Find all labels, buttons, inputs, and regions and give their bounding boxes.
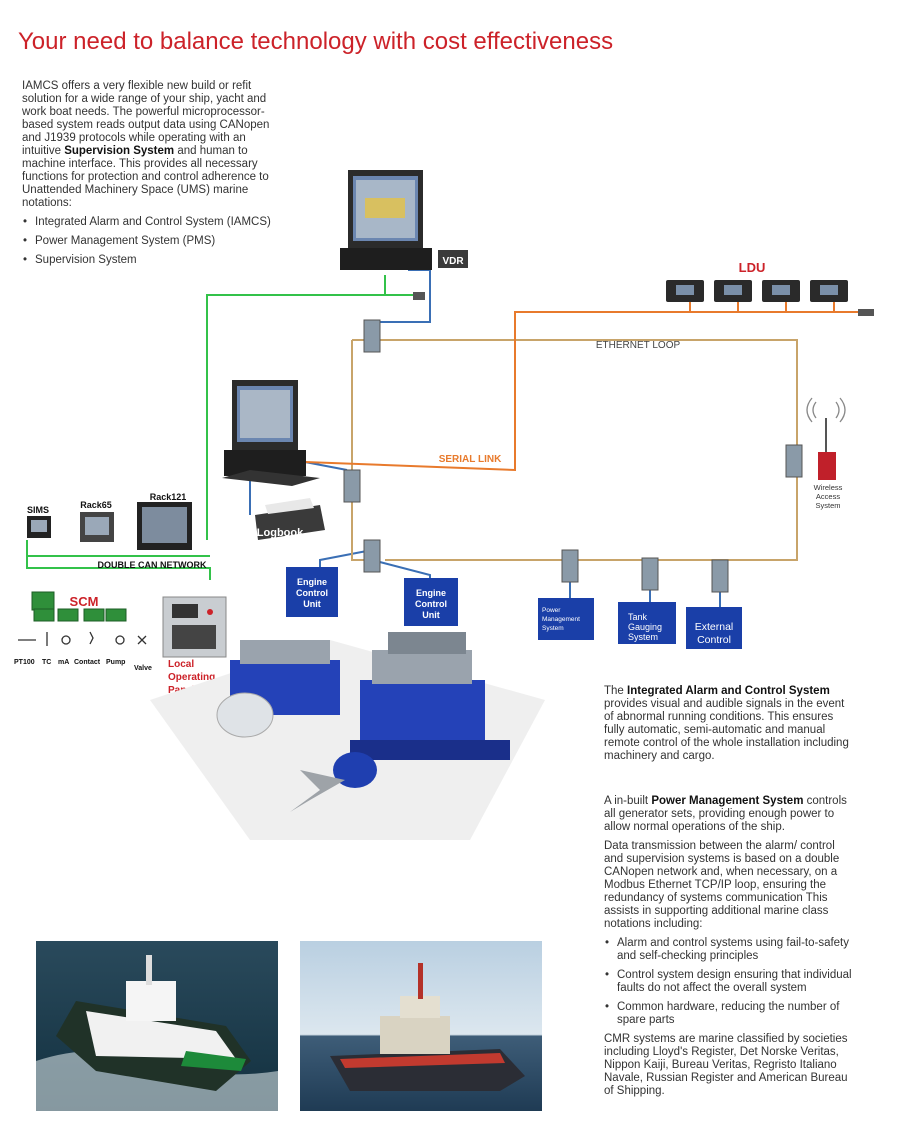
supervision-workstation-mid [222,380,320,486]
scm-label: SCM [70,594,99,609]
p1-bold: Integrated Alarm and Control System [627,685,830,697]
ecu1-label-line: Unit [303,599,321,609]
wireless-label-line-3: System [815,501,840,510]
vdr-box: VDR [438,250,468,268]
ethernet-loop-label: ETHERNET LOOP [596,340,681,351]
sensor-label: TC [42,659,51,666]
sims-screen [31,520,47,532]
ecu1-label: Engine Control Unit [296,577,328,609]
can-network-lines [26,275,420,580]
ldu-screens [676,285,838,295]
classification-paragraph: CMR systems are marine classified by soc… [604,1033,848,1097]
ecu1-label-line: Engine [297,577,327,587]
engine-room-illustration [150,632,545,840]
pms-label-line: System [542,625,564,632]
sensor-labels: PT100 TC mA Contact Pump Valve [14,659,152,672]
ldu-label: LDU [739,260,766,275]
tank-label-line: System [628,632,658,642]
local-operating-panel [162,596,227,658]
data-transmission-paragraph: Data transmission between the alarm/ con… [604,840,840,930]
sensor-label: Contact [74,659,101,666]
serial-link-label: SERIAL LINK [439,454,502,465]
sensor-label: PT100 [14,659,35,666]
page-title: Your need to balance technology with cos… [18,28,614,55]
power-management-box [538,598,594,640]
pms-description: A in-built Power Management System contr… [604,795,854,1104]
sims-label: SIMS [27,505,49,515]
tank-gauging-box [618,602,676,644]
list-item: Power Management System (PMS) [22,235,272,248]
local-panel-label-line-2: Operating [168,672,215,683]
vdr-label: VDR [442,256,464,267]
ecu2-label: Engine Control Unit [415,588,447,620]
p1-post: provides visual and audible signals in t… [604,698,849,762]
local-panel-label-line-1: Local [168,659,194,670]
intro-text-1: IAMCS offers a very flexible new build o… [22,80,270,157]
pms-box-label: Power Management System [542,607,580,632]
double-can-label: DOUBLE CAN NETWORK [98,560,207,570]
sensor-icons [18,631,147,646]
list-item: Alarm and control systems using fail-to-… [604,937,854,963]
external-control-box [686,607,742,649]
p1-pre: The [604,685,628,697]
supervision-workstation-top [340,170,432,270]
tugboat-photo-2 [300,941,542,1111]
logbook-label: Logbook [257,527,304,539]
sensor-label: Valve [134,665,152,672]
wireless-label: Wireless Access System [814,483,843,510]
logbook-printer: Logbook [255,498,325,540]
p2-pre: A in-built [604,795,652,807]
ecu1-label-line: Control [296,588,328,598]
system-diagram: VDR LDU ETHERNET LOOP SERIAL LINK Wirele… [14,170,874,840]
connector [413,292,425,300]
ext-box-label: External Control [695,621,734,646]
tank-label-line: Gauging [628,622,662,632]
p2-bold: Power Management System [651,795,804,807]
tank-box-label: Tank Gauging System [628,612,662,642]
intro-bullet-list: Integrated Alarm and Control System (IAM… [22,216,272,267]
list-item: Supervision System [22,254,272,267]
rack65-label: Rack65 [80,500,112,510]
intro-paragraph: IAMCS offers a very flexible new build o… [22,80,272,210]
wireless-access-unit [806,397,846,480]
intro-bold-supervision: Supervision System [64,145,175,157]
ethernet-loop-lines [351,339,798,568]
list-item: Integrated Alarm and Control System (IAM… [22,216,272,229]
ecu2-label-line: Control [415,599,447,609]
serial-link-lines [304,300,858,472]
list-item: Control system design ensuring that indi… [604,969,854,995]
pms-label-line: Power [542,607,561,614]
connector [858,309,874,316]
iacs-description: The Integrated Alarm and Control System … [604,685,854,769]
class-notation-list: Alarm and control systems using fail-to-… [604,937,854,1027]
pms-paragraph: A in-built Power Management System contr… [604,795,854,834]
ecu2-label-line: Unit [422,610,440,620]
scm-modules [31,591,127,622]
wireless-label-line-2: Access [816,492,840,501]
ext-label-line: Control [697,634,731,646]
ecu2-label-line: Engine [416,588,446,598]
p2-post: controls all generator sets, providing e… [604,795,847,833]
list-item: Common hardware, reducing the number of … [604,1001,854,1027]
rack65-screen [85,517,109,535]
intro-text-2: and human to machine interface. This pro… [22,145,269,209]
intro-section: IAMCS offers a very flexible new build o… [22,80,272,273]
sensor-label: mA [58,659,69,666]
iacs-paragraph: The Integrated Alarm and Control System … [604,685,854,763]
wireless-label-line-1: Wireless [814,483,843,492]
sensor-label: Pump [106,659,125,666]
ext-label-line: External [695,621,734,633]
tank-label-line: Tank [628,612,648,622]
rack121-label: Rack121 [150,492,187,502]
engine-control-unit-1 [286,567,338,617]
engine-control-unit-2 [404,578,458,626]
network-switches [343,319,803,593]
pms-label-line: Management [542,616,580,623]
tugboat-photo-1 [36,941,278,1111]
rack121-screen [142,507,187,543]
